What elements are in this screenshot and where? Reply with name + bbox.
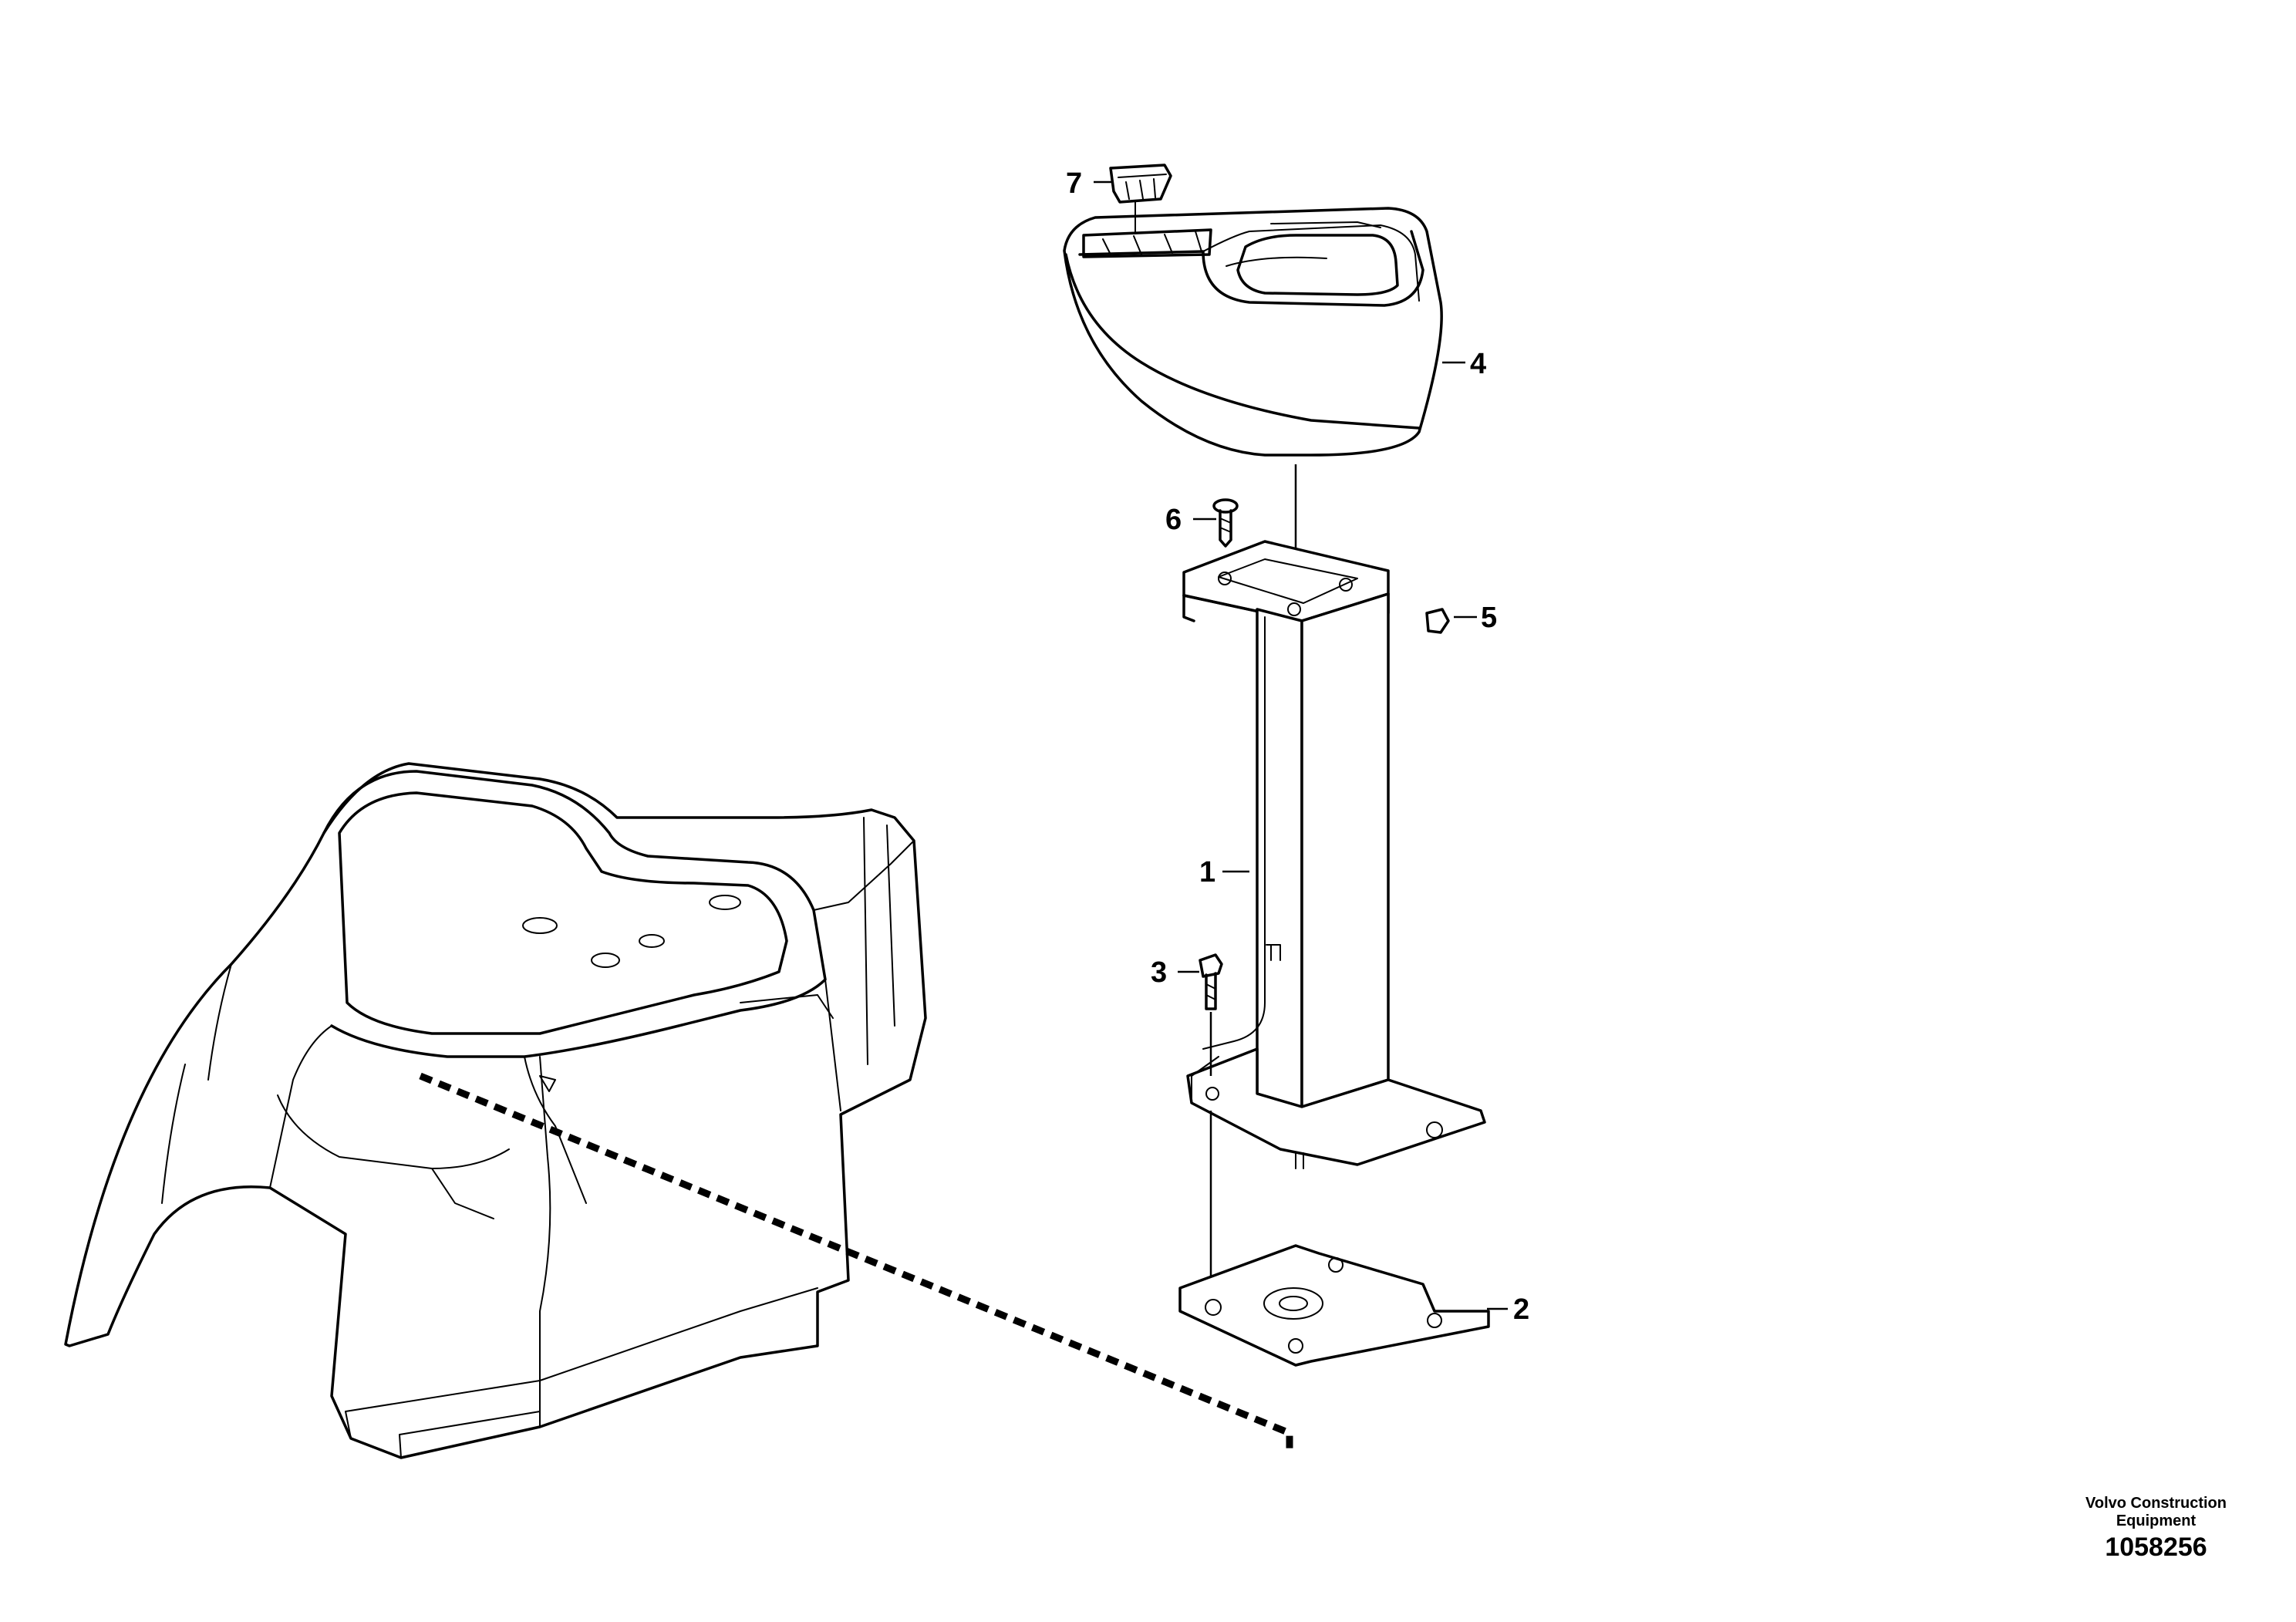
callout-5: 5: [1481, 602, 1497, 634]
callout-leaders: [1094, 180, 1508, 1310]
callout-6: 6: [1165, 504, 1182, 536]
drawing-footer: Volvo Construction Equipment 1058256: [2085, 1495, 2227, 1564]
installation-path-line: [419, 1072, 1293, 1454]
callout-4: 4: [1470, 348, 1486, 380]
console-cover: [1063, 200, 1443, 457]
clip-nut: [1425, 608, 1450, 634]
manufacturer-line-2: Equipment: [2116, 1512, 2197, 1529]
switch-part: [1109, 164, 1172, 204]
manufacturer-line-1: Volvo Construction: [2085, 1495, 2227, 1512]
illustration-number: 1058256: [2105, 1533, 2207, 1562]
support-column: [1182, 540, 1486, 1169]
callout-3: 3: [1151, 956, 1167, 989]
mounting-plate: [1178, 1244, 1490, 1367]
cab-housing: [64, 762, 927, 1459]
callout-7: 7: [1066, 167, 1082, 200]
bolt-item-3: [1199, 953, 1223, 1076]
callout-2: 2: [1513, 1293, 1529, 1326]
callout-1: 1: [1199, 856, 1215, 889]
screw-item-6: [1212, 498, 1239, 548]
